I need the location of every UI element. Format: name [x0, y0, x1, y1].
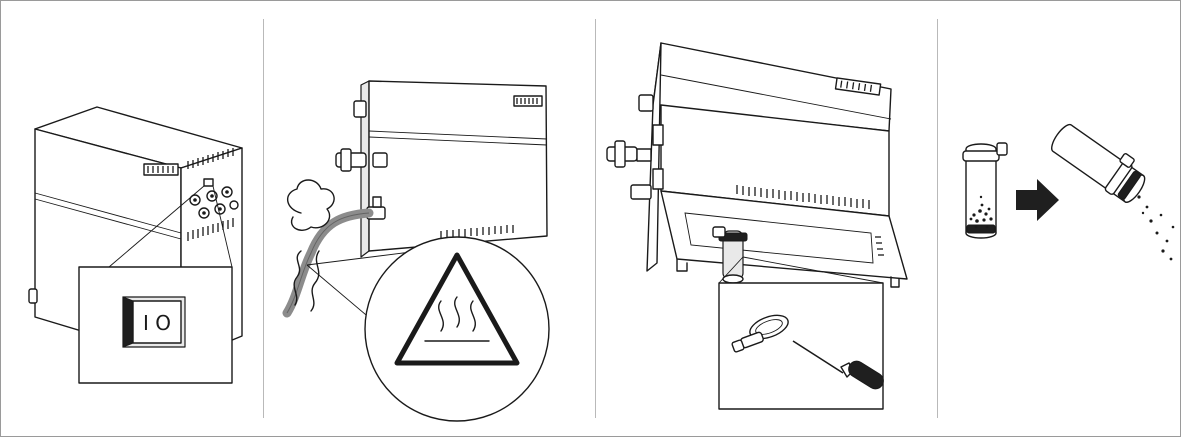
steam-hose [282, 208, 374, 318]
lower-vents [187, 218, 234, 241]
unit-left-face [646, 42, 662, 272]
upper-vents [187, 148, 234, 169]
panel-divider-3 [937, 19, 938, 418]
screwdriver-icon [792, 340, 884, 390]
filter-upright [962, 142, 1008, 239]
callout-line-b [212, 185, 233, 268]
unit-switch [203, 178, 214, 187]
switch-label: I O [143, 311, 171, 335]
panel-1-steam-generator: I O [28, 106, 243, 384]
panel-divider-2 [595, 19, 596, 418]
arrow-right-icon [1016, 179, 1059, 221]
callout-line-a [108, 185, 205, 268]
hot-surface-warning-icon [394, 252, 520, 366]
steam-valve [335, 148, 388, 172]
panel-2-steam-generator [282, 80, 550, 422]
panel-3-steam-generator [606, 42, 908, 410]
hose-clamp-icon [731, 314, 789, 353]
filter-tilted [1051, 123, 1146, 203]
power-switch-icon: I O [122, 296, 186, 348]
brand-plate [513, 95, 543, 107]
side-valves [606, 94, 664, 200]
falling-debris [1137, 195, 1175, 261]
front-vents [736, 185, 870, 209]
panel-4-drain-filter [962, 123, 1175, 261]
drain-pipe [712, 226, 748, 284]
steam-cloud [287, 179, 335, 231]
panel-divider-1 [263, 19, 264, 418]
brand-plate [143, 163, 179, 176]
unit-front-face [368, 80, 548, 252]
brand-plate [834, 77, 882, 96]
